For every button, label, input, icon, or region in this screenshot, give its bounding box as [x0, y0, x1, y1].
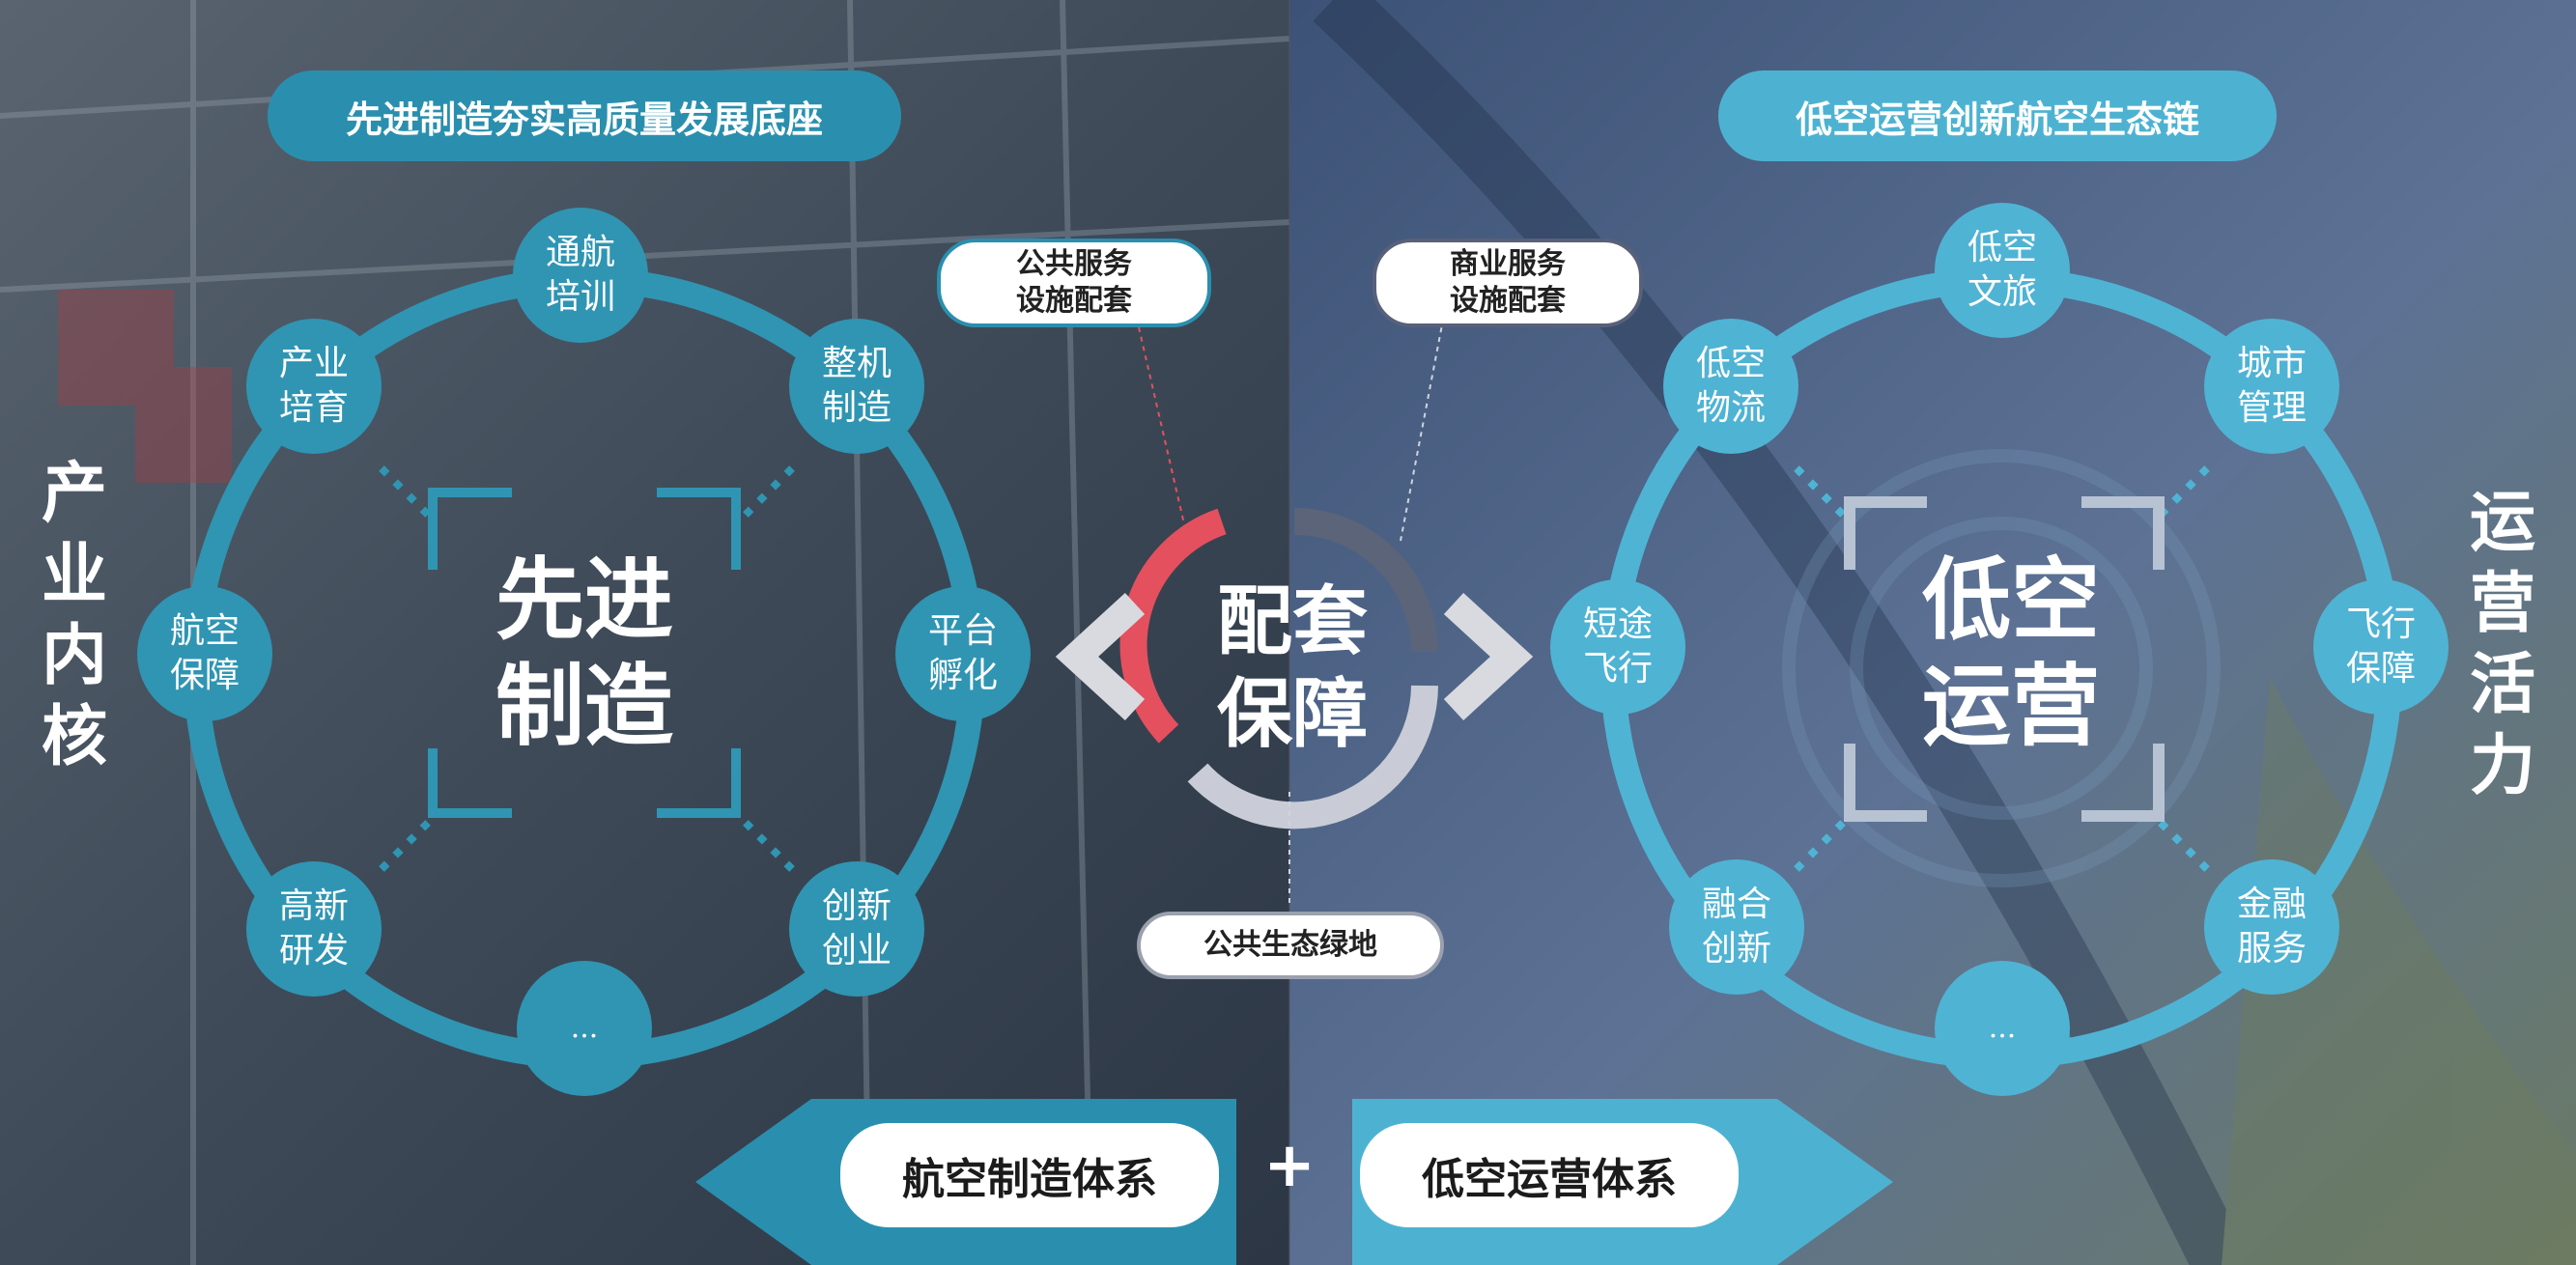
middle-center-title: 配套 保障: [1216, 578, 1368, 758]
node-city-management: 城市 管理: [2204, 319, 2339, 454]
node-hi-tech-rd: 高新 研发: [246, 861, 382, 997]
node-short-haul-flight: 短途 飞行: [1550, 579, 1685, 715]
node-aviation-support: 航空 保障: [137, 586, 272, 721]
node-aircraft-manufacturing: 整机 制造: [789, 319, 924, 454]
right-system-button: 低空运营体系: [1360, 1123, 1739, 1227]
node-integrated-innovation: 融合 创新: [1669, 859, 1804, 995]
right-side-title: 运营活力: [2469, 485, 2535, 804]
node-innovation-entrepreneurship: 创新 创业: [789, 861, 924, 997]
node-flight-support: 飞行 保障: [2313, 579, 2449, 715]
left-header-pill: 先进制造夯实高质量发展底座: [268, 70, 901, 161]
left-system-button: 航空制造体系: [840, 1123, 1219, 1227]
right-chevron-icon: [1443, 592, 1534, 721]
connector-lines: [1129, 290, 1449, 908]
callout-public-services: 公共服务 设施配套: [937, 239, 1211, 327]
middle-ring: [1055, 508, 1534, 829]
left-side-title: 产业内核: [41, 456, 107, 775]
node-low-altitude-tourism: 低空 文旅: [1935, 203, 2070, 338]
right-header-text: 低空运营创新航空生态链: [1795, 98, 2199, 141]
left-system-label: 航空制造体系: [902, 1155, 1157, 1204]
node-financial-services: 金融 服务: [2204, 859, 2339, 995]
node-low-altitude-logistics: 低空 物流: [1663, 319, 1798, 454]
left-chevron-icon: [1055, 592, 1146, 721]
callout-business-services: 商业服务 设施配套: [1373, 239, 1643, 327]
node-general-aviation-training: 通航 培训: [513, 208, 648, 343]
right-center-title: 低空 运营: [1921, 548, 2100, 758]
node-industry-cultivation: 产业 培育: [246, 319, 382, 454]
right-header-pill: 低空运营创新航空生态链: [1718, 70, 2277, 161]
callout-public-green: 公共生态绿地: [1137, 912, 1444, 979]
left-center-title: 先进 制造: [495, 548, 673, 758]
node-platform-incubation: 平台 孵化: [895, 586, 1031, 721]
left-header-text: 先进制造夯实高质量发展底座: [345, 98, 823, 141]
node-right-more: ...: [1935, 961, 2070, 1096]
right-system-label: 低空运营体系: [1422, 1155, 1677, 1204]
node-left-more: ...: [517, 961, 652, 1096]
plus-sign: +: [1263, 1130, 1316, 1201]
